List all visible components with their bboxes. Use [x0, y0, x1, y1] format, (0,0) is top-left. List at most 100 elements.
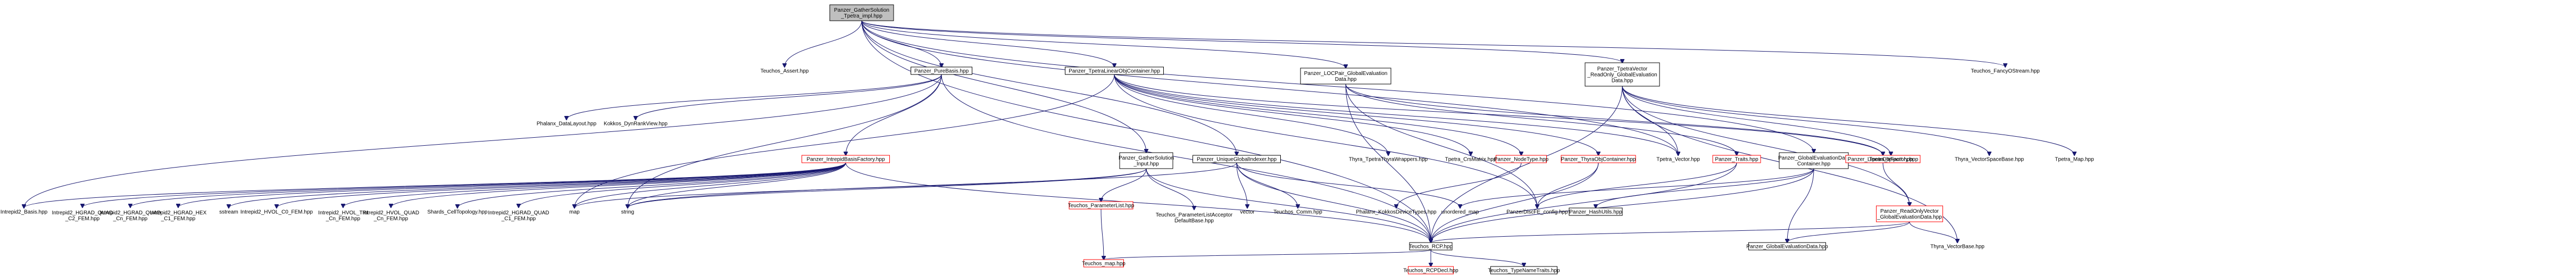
nodes-layer: Panzer_GatherSolution_Tpetra_impl.hppTeu… — [1, 4, 2094, 274]
edge-root-to-locpair — [861, 20, 1346, 68]
node-label: _C2_FEM.hpp — [65, 216, 100, 222]
node-paramlist[interactable]: Teuchos_ParameterList.hpp — [1068, 201, 1135, 210]
node-teuchosmap[interactable]: Teuchos_map.hpp — [1082, 259, 1126, 268]
node-label: Container.hpp — [1797, 161, 1831, 167]
node-label: Intrepid2_HVOL_QUAD — [363, 210, 419, 216]
edge-uniqueglobal-to-comm — [1236, 162, 1298, 208]
edges-layer — [24, 20, 2074, 266]
edge-tpetralo-to-config — [1114, 74, 1537, 208]
node-quadc1: Intrepid2_HGRAD_QUAD_C1_FEM.hpp — [488, 210, 549, 222]
edge-root-to-tpetravector — [861, 20, 1678, 155]
node-hvolc0: Intrepid2_HVOL_C0_FEM.hpp — [240, 210, 313, 215]
node-label: Panzer_LinearObjFactory.hpp — [1848, 157, 1919, 163]
node-purebasis[interactable]: Panzer_PureBasis.hpp — [911, 66, 972, 75]
edge-tpetravec-to-tpetraimport — [1622, 86, 1891, 155]
node-fancy: Teuchos_FancyOStream.hpp — [1971, 69, 2040, 74]
edge-linearobj-to-readonlyvec — [1882, 162, 1910, 206]
node-linearobj[interactable]: Panzer_LinearObjFactory.hpp — [1845, 155, 1921, 163]
node-nodetype[interactable]: Panzer_NodeType.hpp — [1494, 155, 1549, 163]
node-gatherinput[interactable]: Panzer_GatherSolution_Input.hpp — [1119, 152, 1174, 169]
node-label: Intrepid2_HGRAD_HEX — [150, 210, 207, 216]
node-label: Intrepid2_HGRAD_QUAD — [52, 210, 113, 216]
node-quadcn: Intrepid2_HGRAD_QUAD_Cn_FEM.hpp — [99, 210, 161, 222]
node-traits[interactable]: Panzer_Traits.hpp — [1712, 155, 1761, 163]
edge-readonlyvec-to-globalevaldata — [1787, 221, 1910, 243]
node-intrepidbasis: Intrepid2_Basis.hpp — [1, 210, 48, 215]
node-root[interactable]: Panzer_GatherSolution_Tpetra_impl.hpp — [829, 4, 894, 21]
node-thyraobj[interactable]: Panzer_ThyraObjContainer.hpp — [1561, 155, 1636, 163]
node-tpetravector: Tpetra_Vector.hpp — [1656, 157, 1700, 163]
node-rcpdecl[interactable]: Teuchos_RCPDecl.hpp — [1403, 266, 1458, 274]
edge-locpair-to-rcp — [1345, 84, 1431, 243]
node-label: Tpetra_Vector.hpp — [1656, 157, 1700, 163]
node-uniqueglobal[interactable]: Panzer_UniqueGlobalIndexer.hpp — [1193, 155, 1281, 163]
edge-tpetravec-to-rcp — [1431, 86, 1623, 243]
node-globalevaldata[interactable]: Panzer_GlobalEvaluationData.hpp — [1746, 242, 1828, 251]
edge-nodetype-to-kokkosdevice — [1396, 162, 1522, 208]
node-box — [802, 155, 890, 163]
edge-globaleval-to-rcp — [1431, 168, 1814, 243]
node-label: Intrepid2_HVOL_TRI — [318, 210, 368, 216]
node-box — [1845, 155, 1921, 163]
edge-intrepidfactory-to-rcp — [845, 162, 1431, 243]
node-box — [1119, 152, 1173, 169]
node-label: Kokkos_DynRankView.hpp — [604, 121, 668, 127]
edge-intrepidfactory-to-string — [628, 162, 846, 208]
node-label: Phalanx_KokkosDeviceTypes.hpp — [1356, 210, 1437, 215]
node-box — [911, 66, 972, 75]
edge-tpetralo-to-nodetype — [1114, 74, 1521, 155]
node-label: Panzer_GlobalEvaluationData — [1778, 155, 1849, 161]
node-label: Panzer_GlobalEvaluationData.hpp — [1746, 244, 1828, 250]
edge-purebasis-to-datalayout — [566, 74, 942, 120]
node-box — [1409, 242, 1453, 251]
node-label: Data.hpp — [1612, 78, 1633, 84]
node-intrepidfactory[interactable]: Panzer_IntrepidBasisFactory.hpp — [802, 155, 890, 163]
node-string: string — [621, 210, 634, 215]
node-tpetravec[interactable]: Panzer_TpetraVector_ReadOnly_GlobalEvalu… — [1585, 62, 1660, 87]
node-typename[interactable]: Teuchos_TypeNameTraits.hpp — [1488, 266, 1560, 274]
node-label: Phalanx_DataLayout.hpp — [537, 121, 597, 127]
edge-locpair-to-config — [1345, 84, 1537, 208]
node-label: Panzer_HashUtils.hpp — [1569, 210, 1622, 215]
edge-globaleval-to-unorderedmap — [1460, 168, 1814, 208]
node-rcp[interactable]: Teuchos_RCP.hpp — [1409, 242, 1453, 251]
node-readonlyvec[interactable]: Panzer_ReadOnlyVector_GlobalEvaluationDa… — [1876, 205, 1943, 222]
node-label: _GlobalEvaluationData.hpp — [1877, 214, 1942, 220]
edge-uniqueglobal-to-string — [628, 162, 1237, 208]
node-tpetralo[interactable]: Panzer_TpetraLinearObjContainer.hpp — [1065, 66, 1164, 75]
node-label: Panzer_TpetraLinearObjContainer.hpp — [1069, 69, 1160, 74]
edge-rcp-to-typename — [1430, 249, 1524, 266]
node-label: vector — [1240, 210, 1255, 215]
node-box — [1083, 259, 1124, 268]
node-label: Teuchos_RCP.hpp — [1409, 244, 1453, 250]
node-label: _Tpetra_impl.hpp — [840, 13, 882, 19]
edge-root-to-tpetralo — [861, 20, 1114, 67]
edge-purebasis-to-intrepidbasis — [24, 74, 942, 208]
edge-root-to-gatherinput — [861, 20, 1146, 153]
node-label: Panzer_LOCPair_GlobalEvaluation — [1304, 71, 1388, 77]
edge-traits-to-config — [1537, 162, 1737, 208]
node-hashutils[interactable]: Panzer_HashUtils.hpp — [1569, 207, 1623, 216]
edge-intrepidfactory-to-intrepidbasis — [24, 162, 846, 208]
node-locpair[interactable]: Panzer_LOCPair_GlobalEvaluationData.hpp — [1300, 68, 1391, 85]
edge-globaleval-to-globalevaldata — [1787, 168, 1814, 243]
node-label: Teuchos_FancyOStream.hpp — [1971, 69, 2040, 74]
node-label: Tpetra_CrsMatrix.hpp — [1445, 157, 1497, 163]
edge-purebasis-to-rcp — [941, 74, 1431, 243]
node-label: Teuchos_RCPDecl.hpp — [1403, 268, 1458, 274]
node-label: Panzer_ReadOnlyVector — [1880, 209, 1939, 214]
node-label: Panzer_NodeType.hpp — [1494, 157, 1549, 163]
edge-tpetralo-to-linearobj — [1114, 74, 1883, 155]
node-label: Panzer_GatherSolution — [1119, 155, 1174, 161]
node-label: PanzerDiscFE_config.hpp — [1506, 210, 1568, 215]
edge-root-to-assert — [785, 20, 862, 67]
node-label: Teuchos_ParameterList.hpp — [1068, 203, 1135, 209]
node-paramacceptor: Teuchos_ParameterListAcceptorDefaultBase… — [1156, 212, 1233, 224]
edge-rcp-to-teuchosmap — [1104, 249, 1431, 260]
node-kokkosdevice: Phalanx_KokkosDeviceTypes.hpp — [1356, 210, 1437, 215]
node-box — [1065, 66, 1164, 75]
node-label: Thyra_TpetraThyraWrappers.hpp — [1349, 157, 1428, 163]
node-label: Intrepid2_HGRAD_QUAD — [488, 210, 549, 216]
